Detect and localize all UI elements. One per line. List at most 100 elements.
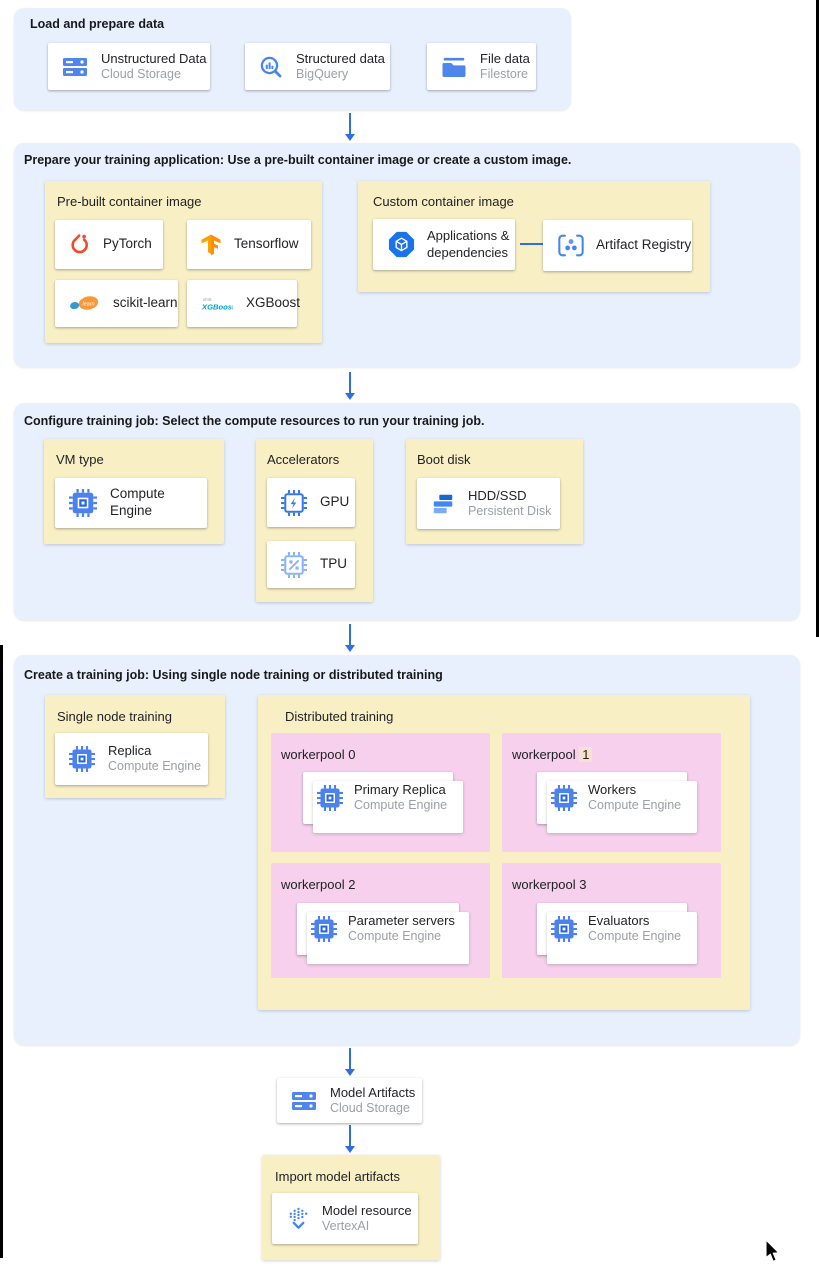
card-title: Parameter servers xyxy=(348,913,455,929)
framework-label: scikit-learn xyxy=(113,295,178,311)
load-data-title: Load and prepare data xyxy=(30,17,165,31)
card-subtitle: Compute Engine xyxy=(588,798,682,813)
prepare-app-title: Prepare your training application: Use a… xyxy=(24,153,572,167)
card-title: Unstructured Data xyxy=(101,50,207,66)
scikit-learn-card: learn scikit-learn xyxy=(55,280,178,327)
accelerators-label: Accelerators xyxy=(267,452,340,467)
card-title: Model resource xyxy=(322,1202,412,1218)
svg-text:dmlc: dmlc xyxy=(203,297,213,302)
card-title: Applications & dependencies xyxy=(427,228,510,260)
configure-job-panel: Configure training job: Select the compu… xyxy=(14,403,800,620)
card-subtitle: Persistent Disk xyxy=(468,503,552,518)
card-subtitle: Compute Engine xyxy=(108,759,202,774)
svg-text:learn: learn xyxy=(83,302,95,308)
card-title: Evaluators xyxy=(588,913,650,929)
vertex-ai-icon xyxy=(286,1206,311,1231)
screenshot-edge-left xyxy=(0,645,3,1258)
card-title: Primary Replica xyxy=(354,782,446,798)
workerpool-label: workerpool xyxy=(281,747,345,762)
create-job-panel: Create a training job: Using single node… xyxy=(14,655,800,1045)
prebuilt-container-label: Pre-built container image xyxy=(57,194,202,209)
workerpool-index: 2 xyxy=(348,877,356,892)
card-title: Compute Engine xyxy=(110,486,165,518)
card-subtitle: VertexAI xyxy=(322,1218,370,1233)
card-subtitle: Compute Engine xyxy=(348,929,442,944)
workerpool-index-highlighted: 1 xyxy=(579,747,593,762)
compute-engine-icon xyxy=(311,916,337,942)
bigquery-icon xyxy=(259,55,283,79)
card-title: File data xyxy=(480,50,530,66)
flow-arrow-3 xyxy=(345,624,355,652)
applications-icon xyxy=(387,230,416,259)
card-title: HDD/SSD xyxy=(468,487,527,503)
card-subtitle: Cloud Storage xyxy=(101,66,181,81)
workerpool-label: workerpool xyxy=(512,877,576,892)
compute-engine-icon xyxy=(551,916,577,942)
single-node-label: Single node training xyxy=(57,709,172,724)
card-subtitle: Cloud Storage xyxy=(330,1100,410,1115)
prepare-app-panel: Prepare your training application: Use a… xyxy=(14,143,800,367)
distributed-training-box: Distributed training workerpool 0 Primar… xyxy=(258,695,750,1010)
vm-type-box: VM type Compute Engine xyxy=(44,439,224,544)
workerpool-label: workerpool xyxy=(512,747,576,762)
flow-arrow-1 xyxy=(345,113,355,141)
framework-label: Tensorflow xyxy=(234,236,299,252)
artifact-registry-card: Artifact Registry xyxy=(543,220,692,271)
persistent-disk-icon xyxy=(431,492,455,516)
scikit-learn-icon: learn xyxy=(69,295,100,312)
artifact-registry-icon xyxy=(557,233,585,258)
cloud-storage-icon xyxy=(62,56,88,78)
compute-engine-icon xyxy=(317,785,343,811)
card-title: GPU xyxy=(320,494,350,510)
card-title: Structured data xyxy=(296,50,385,66)
svg-text:XGBoost: XGBoost xyxy=(201,302,233,311)
pytorch-icon xyxy=(69,232,90,257)
tpu-icon xyxy=(281,551,307,578)
import-model-label: Import model artifacts xyxy=(275,1169,400,1184)
configure-job-title: Configure training job: Select the compu… xyxy=(24,414,485,428)
tensorflow-icon xyxy=(201,234,221,256)
compute-engine-icon xyxy=(551,785,577,811)
distributed-training-label: Distributed training xyxy=(285,709,394,724)
card-subtitle: Compute Engine xyxy=(354,798,448,813)
card-title: TPU xyxy=(320,556,347,572)
screenshot-edge-right xyxy=(816,0,819,637)
tpu-card: TPU xyxy=(267,541,355,588)
workerpool-index: 0 xyxy=(348,747,356,762)
flow-arrow-4 xyxy=(345,1048,355,1076)
framework-label: XGBoost xyxy=(246,295,301,311)
vm-type-label: VM type xyxy=(56,452,104,467)
workerpool-label: workerpool xyxy=(281,877,345,892)
card-title: Artifact Registry xyxy=(596,237,692,253)
flow-arrow-5 xyxy=(345,1125,355,1153)
pytorch-card: PyTorch xyxy=(55,220,163,269)
custom-container-label: Custom container image xyxy=(373,194,514,209)
mouse-cursor xyxy=(764,1239,781,1264)
gpu-icon xyxy=(281,489,307,516)
card-subtitle: BigQuery xyxy=(296,66,349,81)
card-subtitle: Compute Engine xyxy=(588,929,682,944)
prebuilt-container-box: Pre-built container image PyTorch Tensor… xyxy=(45,181,322,343)
applications-dependencies-card: Applications & dependencies xyxy=(373,219,515,270)
flow-arrow-2 xyxy=(345,372,355,400)
